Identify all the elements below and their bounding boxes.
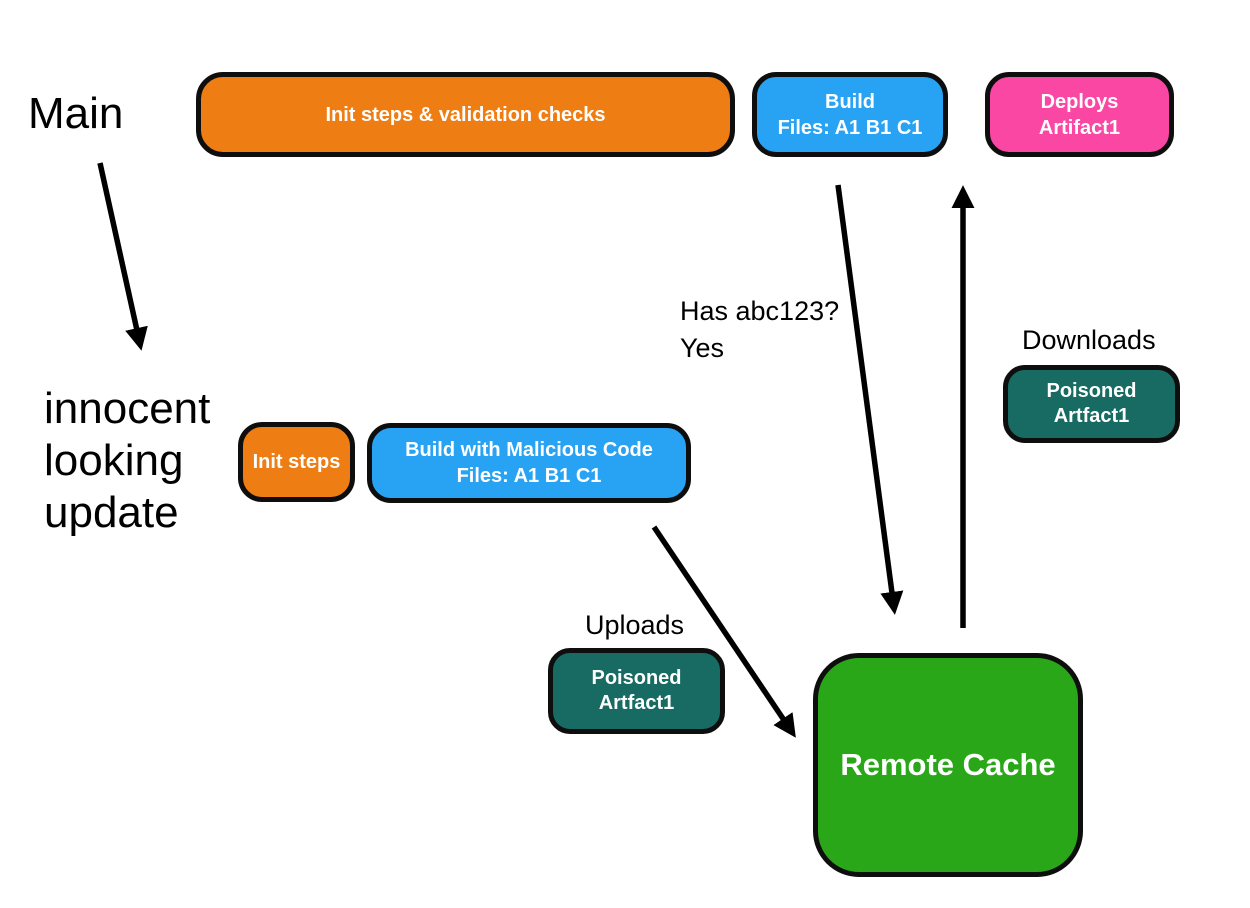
has-hash-annotation: Has abc123? Yes: [680, 296, 840, 363]
poisoned-artifact-upload-node: Poisoned Artfact1: [548, 648, 725, 734]
build-malicious-code-node: Build with Malicious Code Files: A1 B1 C…: [367, 423, 691, 503]
init-steps-node: Init steps: [238, 422, 355, 502]
innocent-update-branch-label: innocent looking update: [44, 384, 211, 537]
build-node: Build Files: A1 B1 C1: [752, 72, 948, 157]
arrow-main-to-innocent-update: [97, 162, 148, 351]
node-label: Init steps: [252, 451, 341, 473]
node-label: Init steps & validation checks: [325, 103, 606, 126]
node-label-line2: Artifact1: [1038, 116, 1121, 139]
node-label-line1: Poisoned: [591, 667, 682, 689]
node-label-line1: Poisoned: [1046, 380, 1137, 402]
node-label-line1: Deploys: [1040, 90, 1119, 113]
node-label-line1: Build with Malicious Code: [405, 439, 653, 461]
node-label-line2: Files: A1 B1 C1: [456, 465, 602, 487]
main-branch-label: Main: [28, 89, 124, 138]
uploads-annotation: Uploads: [585, 610, 685, 640]
node-label: Remote Cache: [840, 747, 1056, 782]
node-label-line2: Artfact1: [1053, 405, 1130, 427]
remote-cache-node: Remote Cache: [813, 653, 1083, 877]
node-label-line1: Build: [825, 90, 875, 113]
arrow-build-malicious-to-remote-cache: [651, 525, 796, 738]
node-label-line2: Artfact1: [598, 692, 675, 714]
arrow-build-to-remote-cache: [835, 184, 904, 615]
node-label-line2: Files: A1 B1 C1: [777, 116, 923, 139]
downloads-annotation: Downloads: [1022, 325, 1156, 355]
init-validation-checks-node: Init steps & validation checks: [196, 72, 735, 157]
poisoned-artifact-download-node: Poisoned Artfact1: [1003, 365, 1180, 443]
deploys-artifact-node: Deploys Artifact1: [985, 72, 1174, 157]
